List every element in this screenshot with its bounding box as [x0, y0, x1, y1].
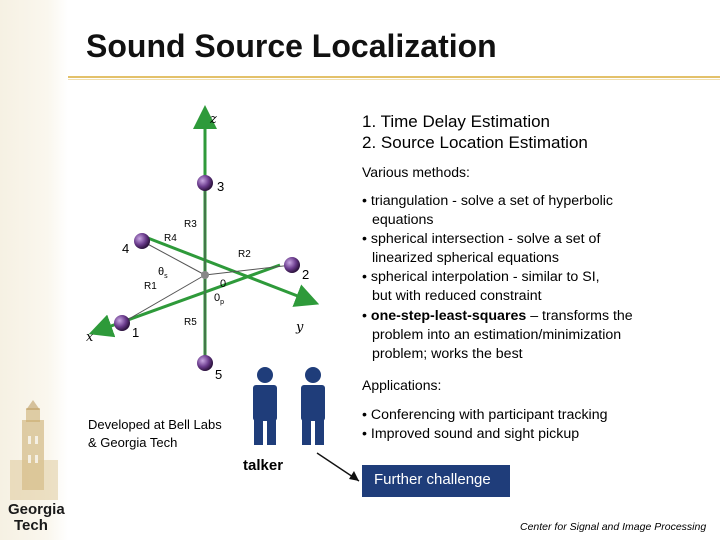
application-1: • Conferencing with participant tracking [362, 406, 608, 425]
mic-5 [197, 355, 213, 371]
talker-label: talker [243, 457, 283, 474]
listener-person-icon [301, 367, 325, 445]
method-4-bullet: • [362, 308, 371, 324]
r4-label: R4 [164, 233, 177, 244]
logo-line-1: Georgia [8, 502, 65, 518]
logo-line-2: Tech [14, 518, 48, 534]
title-underline-secondary [68, 79, 720, 80]
application-2: • Improved sound and sight pickup [362, 425, 579, 444]
mic-4 [134, 233, 150, 249]
mic-2-label: 2 [302, 267, 309, 282]
step-2: 2. Source Location Estimation [362, 133, 588, 153]
method-4-rest: – transforms the [526, 308, 632, 324]
mic-2 [284, 257, 300, 273]
developed-line-2: & Georgia Tech [88, 435, 177, 450]
method-1-line-2: equations [372, 211, 434, 230]
r1-label: R1 [144, 281, 157, 292]
method-1-line-1: • triangulation - solve a set of hyperbo… [362, 192, 613, 211]
left-sidebar-band: Georgia Tech [0, 0, 68, 540]
theta-subscript: s [164, 273, 168, 280]
mic-5-label: 5 [215, 367, 222, 382]
theta-label: θs [158, 266, 168, 280]
footer-credit: Center for Signal and Image Processing [520, 521, 706, 533]
source-point [201, 271, 209, 279]
mic-3 [197, 175, 213, 191]
method-3-line-2: but with reduced constraint [372, 287, 542, 306]
method-4-line-3: problem; works the best [372, 345, 523, 364]
r5-label: R5 [184, 317, 197, 328]
slide-title: Sound Source Localization [86, 28, 497, 65]
method-4-line-2: problem into an estimation/minimization [372, 326, 621, 345]
mic-3-label: 3 [217, 179, 224, 194]
r3-label: R3 [184, 219, 197, 230]
y-label: y [295, 320, 304, 335]
methods-heading: Various methods: [362, 164, 470, 180]
method-2-line-2: linearized spherical equations [372, 249, 559, 268]
y-axis [140, 235, 308, 300]
talker-person-icon [253, 367, 277, 445]
phi-subscript: p [220, 299, 224, 306]
mic-1 [114, 315, 130, 331]
method-3-line-1: • spherical interpolation - similar to S… [362, 268, 600, 287]
mic-4-label: 4 [122, 241, 129, 256]
further-challenge-label: Further challenge [374, 471, 491, 488]
title-underline [68, 76, 720, 78]
mic-1-label: 1 [132, 325, 139, 340]
method-4-bold: one-step-least-squares [371, 308, 526, 324]
method-2-line-1: • spherical intersection - solve a set o… [362, 230, 600, 249]
microphone-array-diagram: z x y 3 4 2 1 5 0 R3 R4 R2 R1 R5 θs 0p [80, 105, 340, 385]
people-illustration [245, 365, 385, 525]
r2-label: R2 [238, 249, 251, 260]
method-4-line-1: • one-step-least-squares – transforms th… [362, 307, 633, 326]
z-label: z [209, 112, 217, 127]
georgia-tech-logo: Georgia Tech [4, 500, 66, 536]
x-label: x [86, 330, 94, 345]
developed-line-1: Developed at Bell Labs [88, 417, 222, 432]
r1-line [122, 275, 205, 323]
phi-label: 0p [214, 292, 224, 306]
tower-illustration [0, 400, 68, 510]
origin-label: 0 [220, 278, 226, 290]
step-1: 1. Time Delay Estimation [362, 112, 550, 132]
